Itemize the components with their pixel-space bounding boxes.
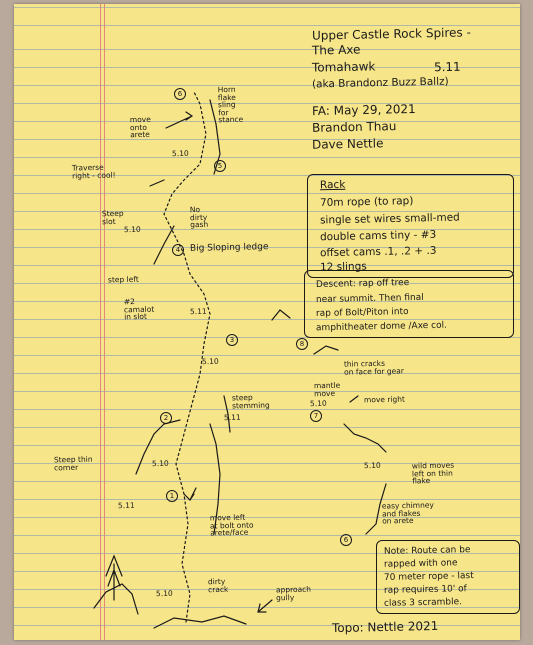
grade-label: 5.10 xyxy=(201,356,219,367)
pitch-3-marker: 3 xyxy=(226,334,238,346)
route-line xyxy=(163,91,211,623)
margin-line xyxy=(104,4,105,640)
margin-line xyxy=(100,4,101,640)
grade-label: 5.11 xyxy=(189,306,207,317)
big-ledge-label: Big Sloping ledge xyxy=(189,242,269,254)
rack-box xyxy=(307,174,514,278)
crack-line xyxy=(209,423,221,535)
arete-line xyxy=(153,225,175,265)
right-spire-line xyxy=(365,483,387,535)
pitch-7-marker: 7 xyxy=(310,410,322,422)
grade-label: 5.10 xyxy=(309,398,327,409)
pitch-6-marker: 6 xyxy=(174,88,186,100)
right-spire-line xyxy=(271,309,291,321)
right-spire-line xyxy=(343,423,387,453)
grade-label: 5.10 xyxy=(363,460,381,471)
note-box xyxy=(376,540,520,614)
terrain-line xyxy=(93,583,139,615)
right-spire-line xyxy=(313,345,339,355)
arrow-icon xyxy=(165,111,194,129)
grade-label: 5.10 xyxy=(155,588,173,599)
corner-line xyxy=(223,395,231,433)
grade-label: 5.10 xyxy=(151,458,169,469)
pitch-4-marker: 4 xyxy=(172,244,184,256)
pitch-5-marker: 5 xyxy=(214,160,226,172)
arrow-icon xyxy=(349,395,359,403)
arrow-icon xyxy=(183,487,197,501)
notebook-paper: Upper Castle Rock Spires - The Axe Tomah… xyxy=(14,4,520,640)
terrain-line xyxy=(153,615,247,629)
tree-icon xyxy=(105,554,123,601)
arrow-icon xyxy=(149,179,165,187)
route-topo-drawing xyxy=(93,91,387,629)
grade-label: 5.10 xyxy=(123,224,141,235)
grade-label: 5.11 xyxy=(117,500,135,511)
arrow-icon xyxy=(257,599,273,613)
grade-label: 5.10 xyxy=(171,148,189,159)
move-right-label: move right xyxy=(363,394,406,405)
descent-box xyxy=(304,270,514,338)
pitch-8-marker: 8 xyxy=(296,338,308,350)
step-left-label: step left xyxy=(107,274,139,285)
pitch-6b-marker: 6 xyxy=(340,534,352,546)
pitch-1-marker: 1 xyxy=(166,490,178,502)
pitch-2-marker: 2 xyxy=(160,412,172,424)
grade-label: 5.11 xyxy=(223,412,241,423)
